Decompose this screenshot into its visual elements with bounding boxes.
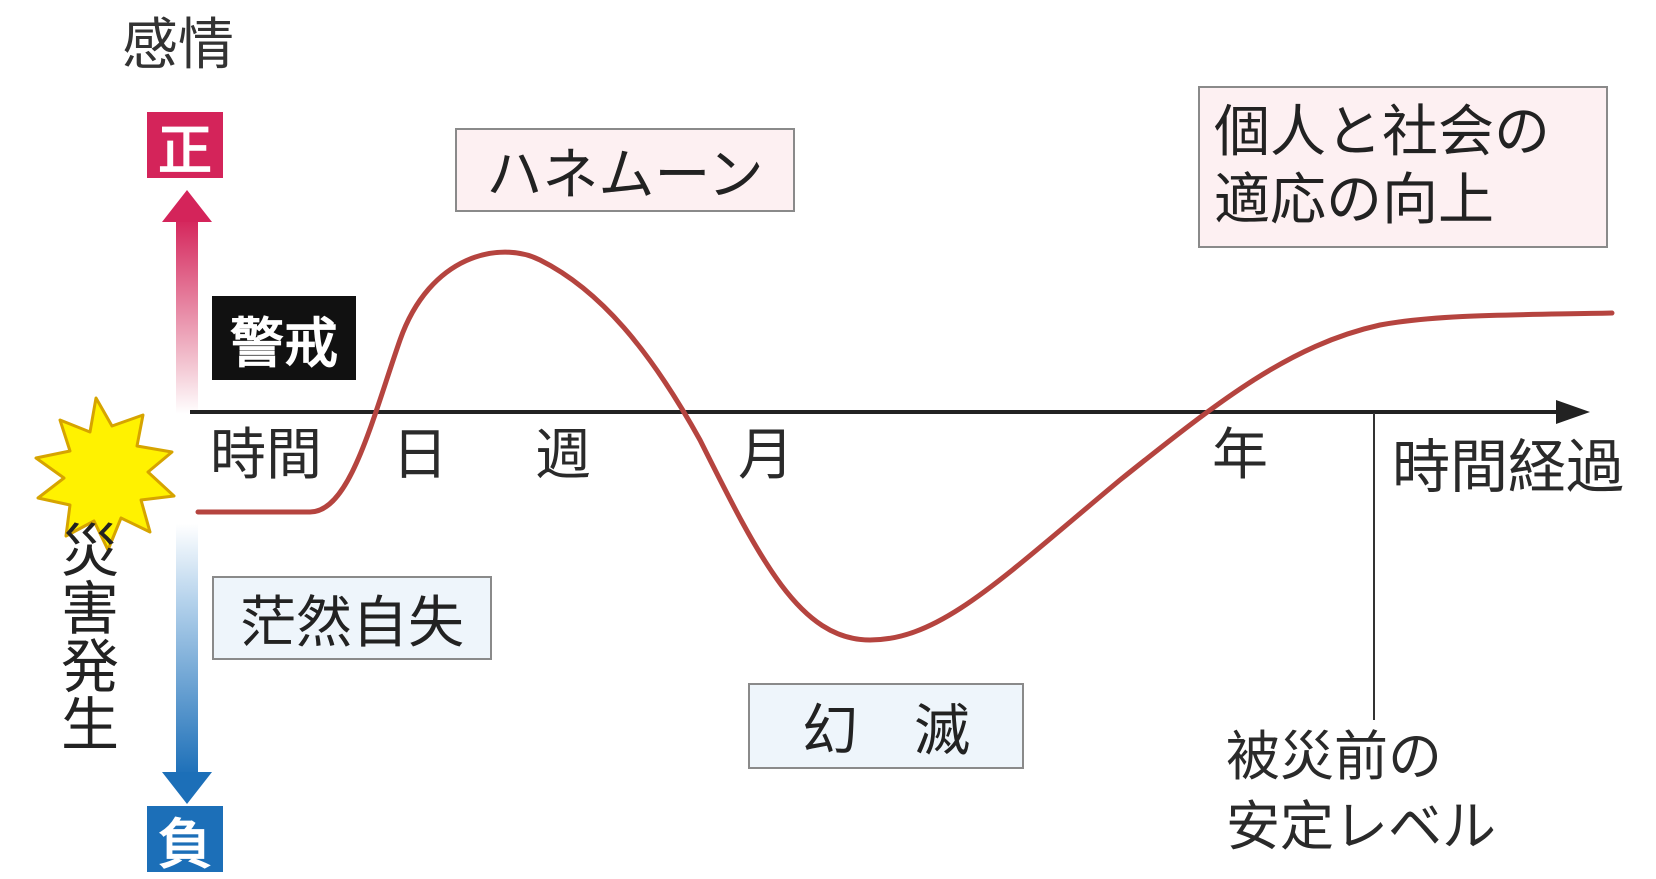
positive-label: 正 — [147, 112, 223, 182]
emotion-label: 感情 — [122, 13, 234, 78]
negative-arrow-head — [162, 772, 212, 804]
disillusion-phase-label: 幻 滅 — [748, 683, 1024, 769]
alert-phase-label: 警戒 — [212, 296, 356, 380]
tick-hours: 時間 — [210, 423, 322, 488]
adaptation-phase-line2: 適応の向上 — [1214, 168, 1494, 233]
adaptation-phase-line1: 個人と社会の — [1214, 100, 1550, 165]
honeymoon-phase-label: ハネムーン — [455, 128, 795, 212]
emotion-curve — [195, 249, 1615, 643]
positive-arrow-shaft — [176, 218, 198, 414]
baseline-label-line2: 安定レベル — [1226, 795, 1496, 858]
disaster-burst-icon — [34, 396, 176, 552]
negative-label: 負 — [147, 806, 223, 876]
disaster-occurrence-label: 災害発生 — [51, 520, 119, 752]
time-axis-arrowhead — [1556, 400, 1590, 424]
tick-years: 年 — [1212, 423, 1268, 488]
tick-days: 日 — [392, 423, 448, 488]
shock-phase-label: 茫然自失 — [212, 576, 492, 660]
baseline-label-line1: 被災前の — [1226, 725, 1442, 788]
time-axis-label: 時間経過 — [1392, 433, 1625, 501]
tick-weeks: 週 — [535, 423, 591, 488]
tick-months: 月 — [738, 423, 794, 488]
negative-arrow-shaft — [176, 524, 198, 776]
adaptation-phase-box: 個人と社会の 適応の向上 — [1198, 86, 1608, 248]
positive-arrow-head — [162, 190, 212, 222]
